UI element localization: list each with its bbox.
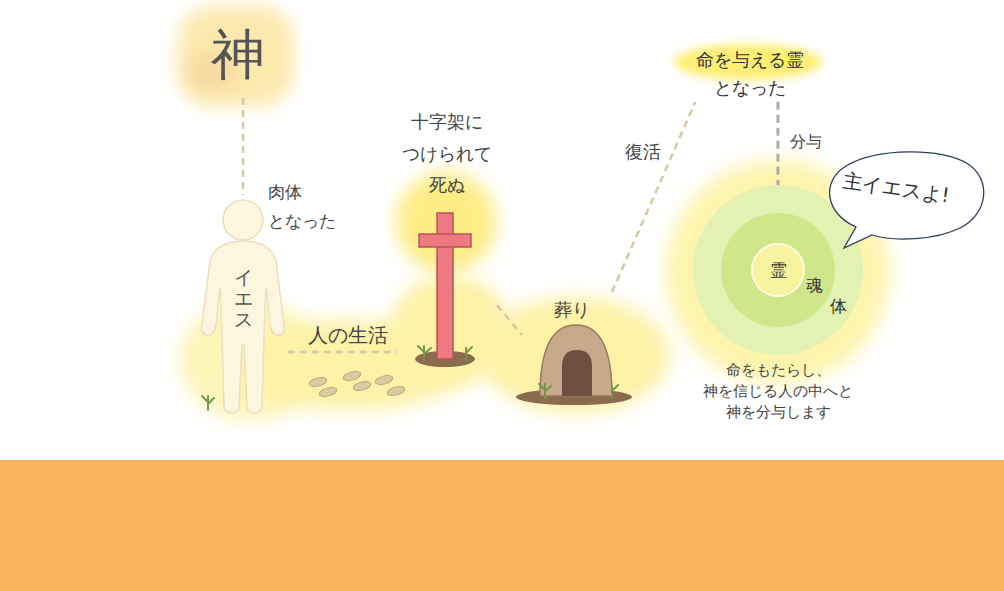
node-text: 十字架に つけられて 死ぬ <box>397 106 497 201</box>
footprint <box>308 376 327 388</box>
figure-head <box>223 200 263 240</box>
node-text: 霊 <box>770 259 787 282</box>
cross-node: 十字架に つけられて 死ぬ <box>397 106 497 358</box>
plant <box>202 396 214 410</box>
footprints <box>308 370 405 398</box>
spirit-node: 命を与える霊 となった <box>672 46 828 102</box>
cross-joint <box>438 235 452 246</box>
tomb-node: 葬り <box>522 292 622 400</box>
node-text: 体 <box>830 296 847 316</box>
god-node: 神 <box>195 12 281 98</box>
cross-bar <box>419 234 471 247</box>
speech-bubble: 主イエスよ! <box>820 150 982 244</box>
footprint <box>386 385 405 397</box>
node-text: イエス <box>234 267 253 330</box>
figure-body <box>202 241 285 413</box>
plant <box>539 384 551 398</box>
plant <box>466 347 472 360</box>
connector <box>288 351 397 354</box>
god-glow <box>178 6 294 106</box>
edge-label: 肉体 となった <box>268 178 344 236</box>
footprint <box>352 380 371 392</box>
connector <box>497 305 522 335</box>
edge-label: 分与 <box>790 132 822 153</box>
edge-label: 復活 <box>625 140 661 164</box>
footprint <box>318 386 337 398</box>
plant <box>418 346 431 360</box>
node-text: 魂 <box>806 275 823 295</box>
plant <box>612 385 618 398</box>
spirit-circle: 霊 <box>751 243 805 297</box>
node-text: 葬り <box>522 292 622 323</box>
tomb-door <box>562 350 592 396</box>
node-text: 神 <box>195 12 281 98</box>
connector <box>242 98 245 195</box>
orange-band <box>0 460 1004 591</box>
caption-note: 命をもたらし、 神を信じる人の中へと 神を分与します <box>686 360 870 423</box>
connector <box>612 102 695 292</box>
bubble-shape <box>830 152 984 248</box>
footprint <box>342 370 361 382</box>
plants <box>202 346 618 410</box>
soul-circle: 霊魂 <box>721 213 835 327</box>
edge-label: 人の生活 <box>308 322 388 349</box>
footprint <box>374 374 393 386</box>
node-text: 命を与える霊 となった <box>672 46 828 102</box>
